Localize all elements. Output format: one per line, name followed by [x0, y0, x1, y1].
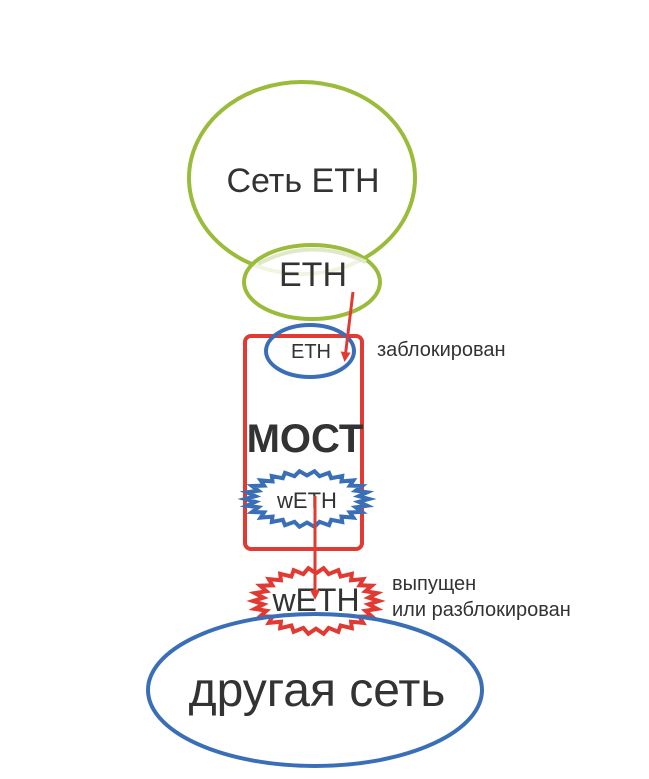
target-network-label: другая сеть [189, 664, 446, 717]
annotation-locked: заблокирован [377, 339, 506, 361]
source-token-circle [242, 243, 382, 321]
bridge-box [243, 334, 364, 551]
source-network-label: Сеть ETH [226, 162, 379, 200]
lock-arrow [340, 291, 355, 362]
annotation-released-line2: или разблокирован [392, 599, 571, 621]
bridge-label: МОСТ [247, 417, 364, 461]
wrapped-token-in-bridge-label: wETH [276, 488, 337, 513]
wrapped-token-burst-in-bridge [237, 468, 377, 530]
source-token-label: ETH [279, 256, 347, 294]
overlap-arc [257, 247, 367, 266]
locked-token-circle [264, 323, 356, 379]
annotation-released-line1: выпущен [392, 573, 476, 595]
target-network-circle [146, 612, 484, 768]
locked-token-label: ETH [291, 341, 331, 363]
